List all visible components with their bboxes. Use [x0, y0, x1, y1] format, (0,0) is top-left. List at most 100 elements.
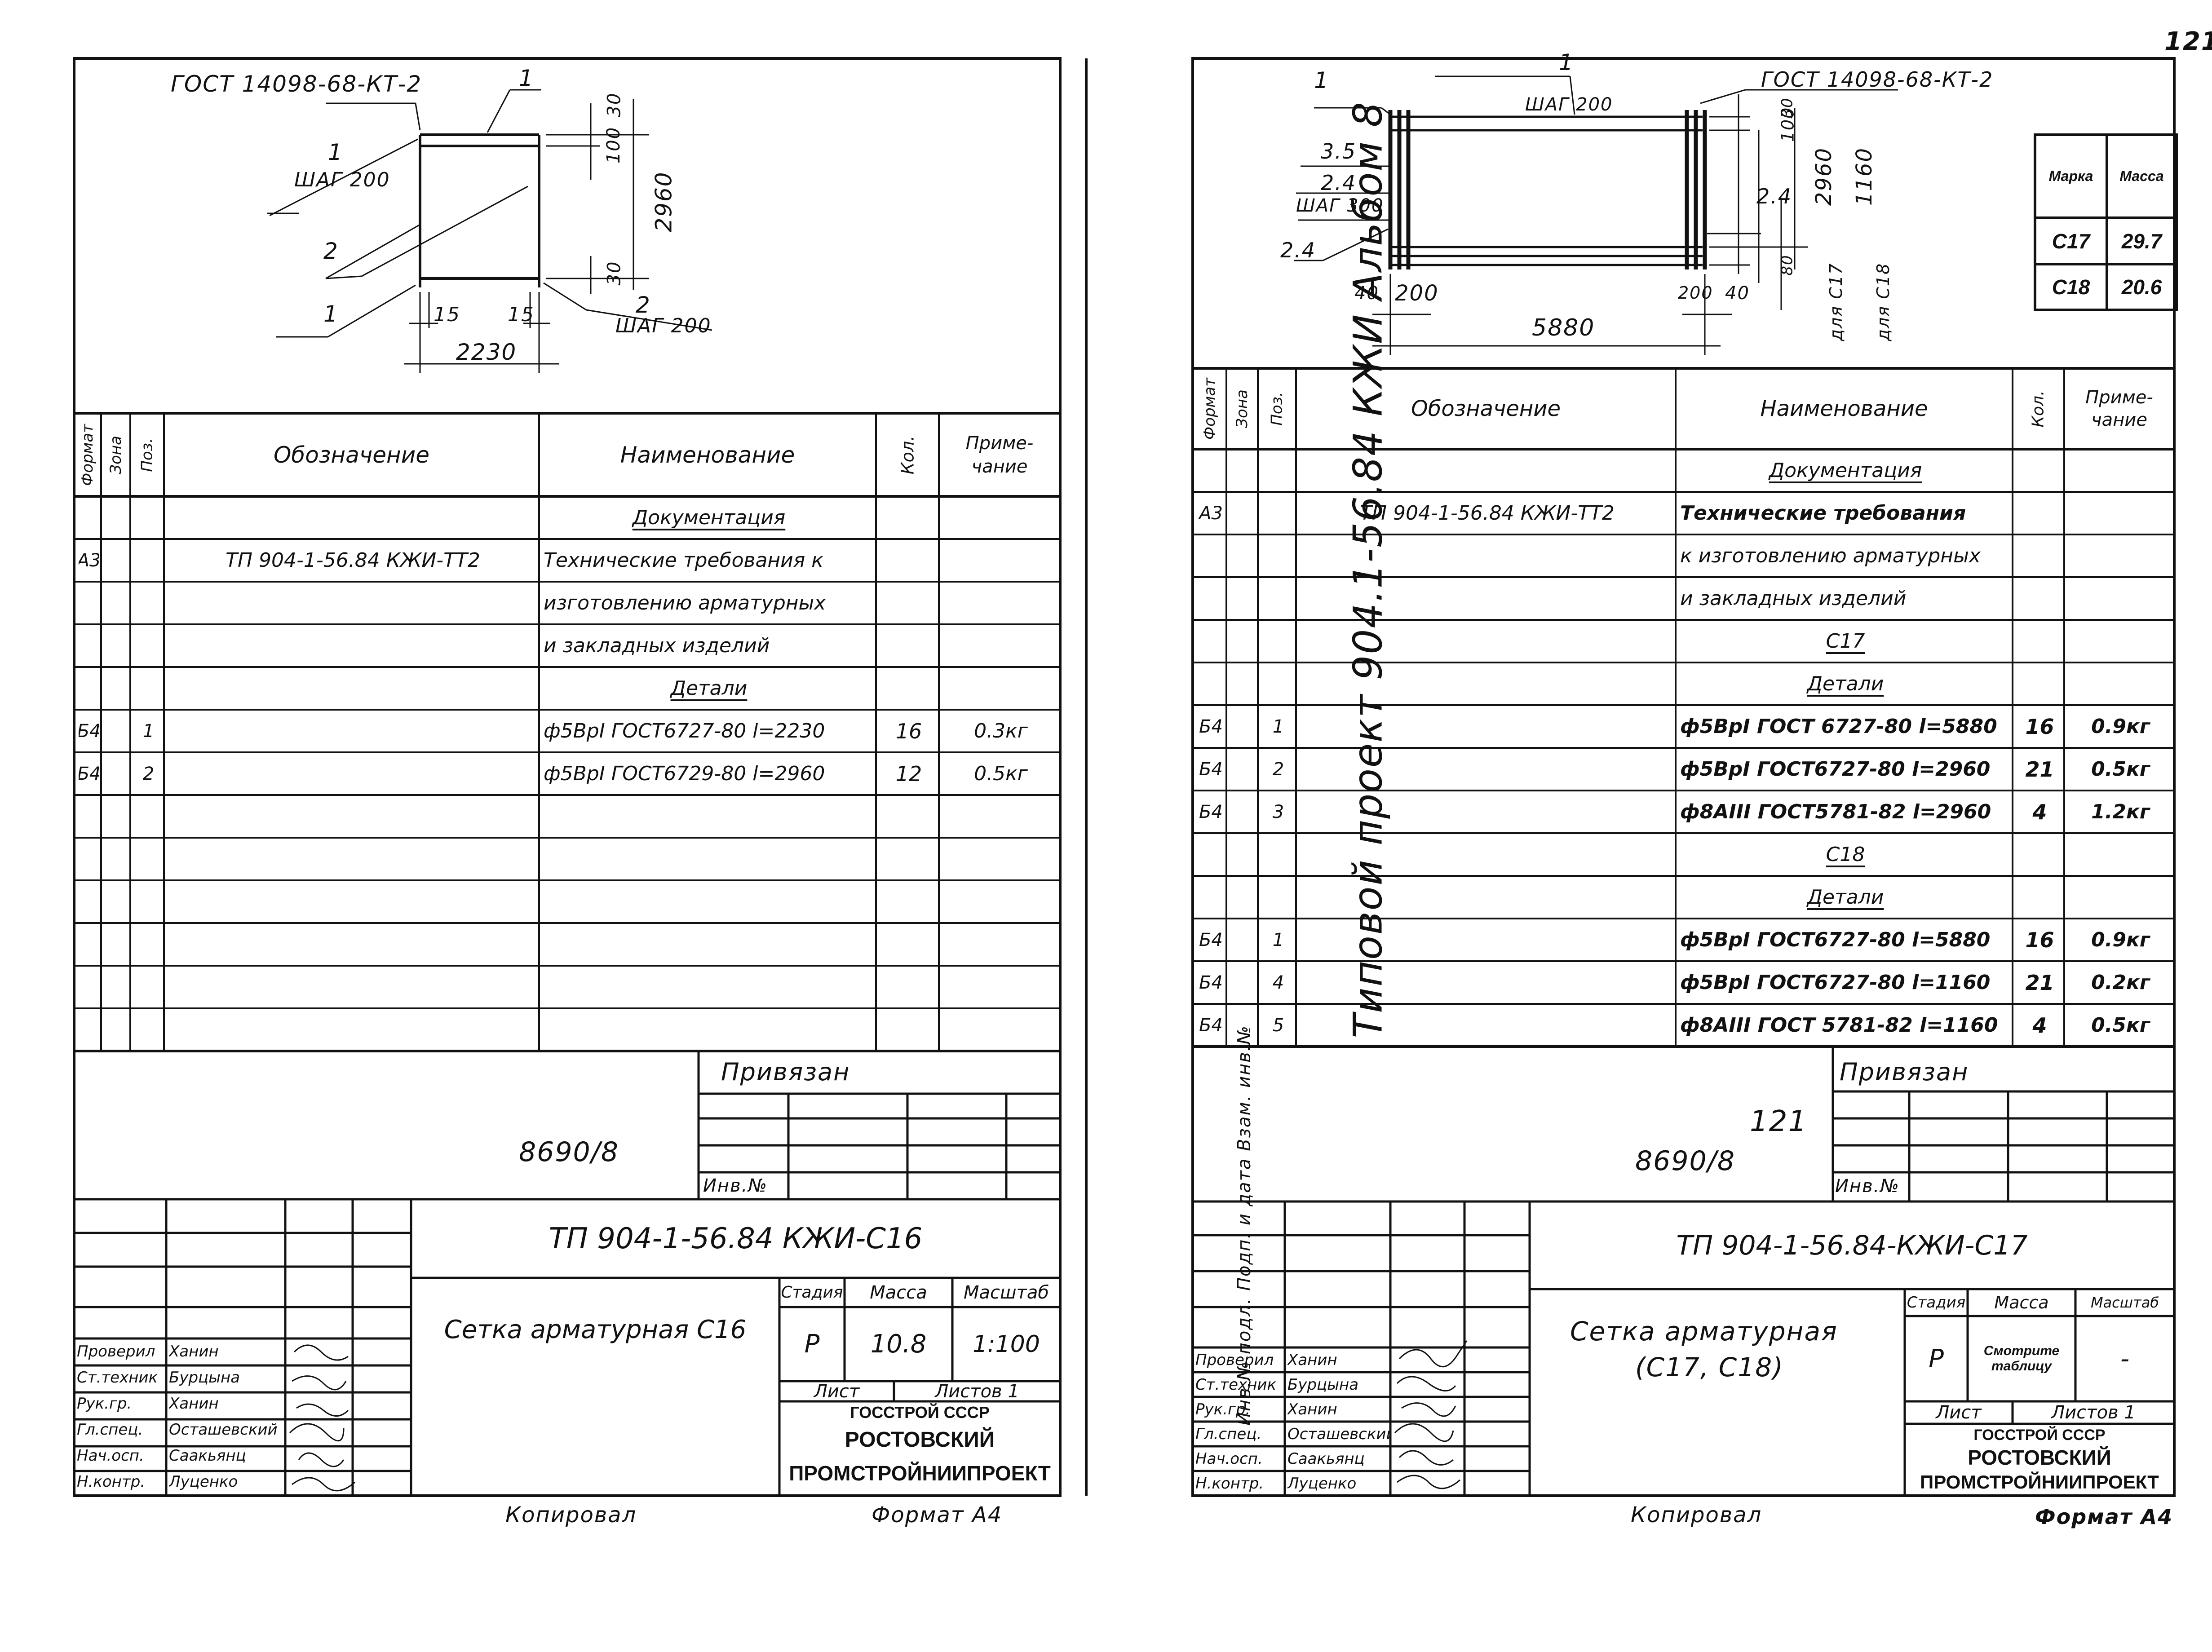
right-row-1-format: А3 — [1199, 503, 1223, 524]
right-row-6-name: ф5ВрI ГОСТ 6727-80 l=5880 — [1680, 715, 1997, 738]
left-row-5-pos: 1 — [142, 720, 155, 742]
right-row-0-pos — [1262, 449, 1294, 492]
right-row-0-note — [2069, 449, 2172, 492]
left-row-0-designation — [168, 496, 537, 539]
left-row-9-zone — [106, 880, 128, 923]
right-d200a: 200 — [1395, 281, 1439, 306]
left-org3: ПРОМСТРОЙНИИПРОЕКТ — [789, 1462, 1051, 1485]
left-row-8-name — [544, 838, 874, 880]
left-row-7-pos — [135, 795, 162, 838]
left-row-7-name — [544, 795, 874, 838]
left-hdr-note: Приме-чание — [965, 433, 1034, 477]
left-dim-15b: 15 — [508, 303, 535, 326]
left-row-12-pos — [135, 1008, 162, 1051]
left-row-7-qty — [880, 795, 937, 838]
right-d30: 30 — [1778, 97, 1796, 119]
right-row-12-pos: 4 — [1272, 972, 1284, 993]
left-doc-code: ТП 904-1-56.84 КЖИ-С16 — [549, 1222, 923, 1255]
left-title: Сетка арматурная С16 — [444, 1315, 747, 1344]
left-row-4-name: Детали — [670, 677, 748, 700]
right-row-4-name: С17 — [1826, 630, 1865, 653]
right-row-13-name: ф8АIII ГОСТ 5781-82 l=1160 — [1680, 1014, 1998, 1037]
left-row-5-zone — [106, 710, 128, 752]
right-row-7-qty: 21 — [2025, 757, 2054, 782]
left-row-8-qty — [880, 838, 937, 880]
right-row-10-pos — [1262, 876, 1294, 919]
left-sheet-lines — [73, 57, 1062, 1497]
right-row-10-format — [1197, 876, 1225, 919]
right-row-1-pos — [1262, 492, 1294, 534]
left-hdr-designation: Обозначение — [274, 442, 429, 468]
right-copied: Копировал — [1631, 1502, 1762, 1528]
right-row-13-qty: 4 — [2032, 1013, 2047, 1038]
left-scale: 1:100 — [973, 1330, 1040, 1358]
right-row-3-format — [1197, 577, 1225, 620]
left-pos2-right: 2 — [636, 292, 651, 318]
right-row-10-name: Детали — [1807, 886, 1884, 909]
right-for-c18: для С18 — [1873, 262, 1893, 341]
left-sig-role-3: Гл.спец. — [77, 1421, 143, 1439]
right-row-8-format: Б4 — [1199, 801, 1223, 822]
left-row-8-note — [943, 838, 1058, 880]
left-sig-role-5: Н.контр. — [77, 1473, 146, 1491]
right-row-8-pos: 3 — [1272, 801, 1284, 822]
right-row-11-name: ф5ВрI ГОСТ6727-80 l=5880 — [1680, 928, 1991, 951]
right-format: Формат А4 — [2035, 1505, 2173, 1529]
left-row-4-zone — [106, 667, 128, 710]
left-dim-30b: 30 — [604, 261, 625, 286]
right-hdr-format: Формат — [1200, 378, 1219, 440]
right-row-4-qty — [2017, 620, 2062, 663]
right-row-0-qty — [2017, 449, 2062, 492]
right-row-0-name: Документация — [1769, 459, 1922, 482]
left-pos2-left: 2 — [323, 238, 339, 264]
right-row-1-name: Технические требования — [1680, 502, 1966, 525]
left-row-1-pos — [135, 539, 162, 582]
left-row-4-designation — [168, 667, 537, 710]
left-hdr-pos: Поз. — [138, 437, 156, 472]
right-hdr-pos: Поз. — [1268, 392, 1286, 426]
right-num121: 121 — [1750, 1105, 1808, 1138]
right-row-5-qty — [2017, 663, 2062, 705]
right-sig-role-5: Н.контр. — [1195, 1474, 1264, 1493]
left-row-11-name — [544, 966, 874, 1008]
right-row-0-format — [1197, 449, 1225, 492]
left-row-10-format — [79, 923, 99, 966]
left-row-11-note — [943, 966, 1058, 1008]
right-row-4-zone — [1231, 620, 1256, 663]
right-row-12-qty: 21 — [2025, 970, 2054, 995]
right-title2: (С17, С18) — [1635, 1352, 1784, 1383]
right-d35: 3.5 — [1321, 139, 1357, 163]
right-d2960: 2960 — [1811, 147, 1837, 206]
mass-table-h2: Масса — [2119, 168, 2164, 184]
right-row-3-zone — [1231, 577, 1256, 620]
left-row-3-qty — [880, 624, 937, 667]
left-row-10-designation — [168, 923, 537, 966]
left-dim-2960: 2960 — [650, 171, 677, 232]
right-row-9-name: С18 — [1826, 843, 1865, 866]
right-row-3-pos — [1262, 577, 1294, 620]
side-project-text: Типовой проект 904.1-56.84 КЖИ Альбом 8 — [1345, 101, 1391, 1038]
right-doc-code: ТП 904-1-56.84-КЖИ-С17 — [1676, 1229, 2028, 1261]
left-row-3-pos — [135, 624, 162, 667]
left-row-4-format — [79, 667, 99, 710]
left-stage-label: Стадия — [781, 1283, 843, 1302]
left-row-9-pos — [135, 880, 162, 923]
left-row-0-zone — [106, 496, 128, 539]
right-row-7-zone — [1231, 748, 1256, 791]
left-row-6-zone — [106, 752, 128, 795]
left-row-6-name: ф5ВрI ГОСТ6729-80 l=2960 — [544, 762, 825, 785]
left-step1: ШАГ 200 — [294, 168, 390, 191]
right-sheet: 1 1 ШАГ 200 ГОСТ 14098-68-КТ-2 3.5 2.4 Ш… — [1191, 49, 2178, 1529]
right-row-9-qty — [2017, 833, 2062, 876]
left-row-6-pos: 2 — [142, 763, 155, 784]
left-mass-label: Масса — [870, 1282, 927, 1303]
left-format: Формат А4 — [872, 1502, 1003, 1528]
left-dim-30a: 30 — [604, 92, 625, 117]
left-sig-name-5: Луценко — [169, 1473, 238, 1491]
left-row-12-qty — [880, 1008, 937, 1051]
right-d1160: 1160 — [1852, 147, 1877, 206]
right-sig-name-3: Осташевский — [1287, 1425, 1389, 1443]
left-row-8-pos — [135, 838, 162, 880]
left-row-1-name: Технические требования к — [544, 549, 823, 572]
left-row-9-note — [943, 880, 1058, 923]
